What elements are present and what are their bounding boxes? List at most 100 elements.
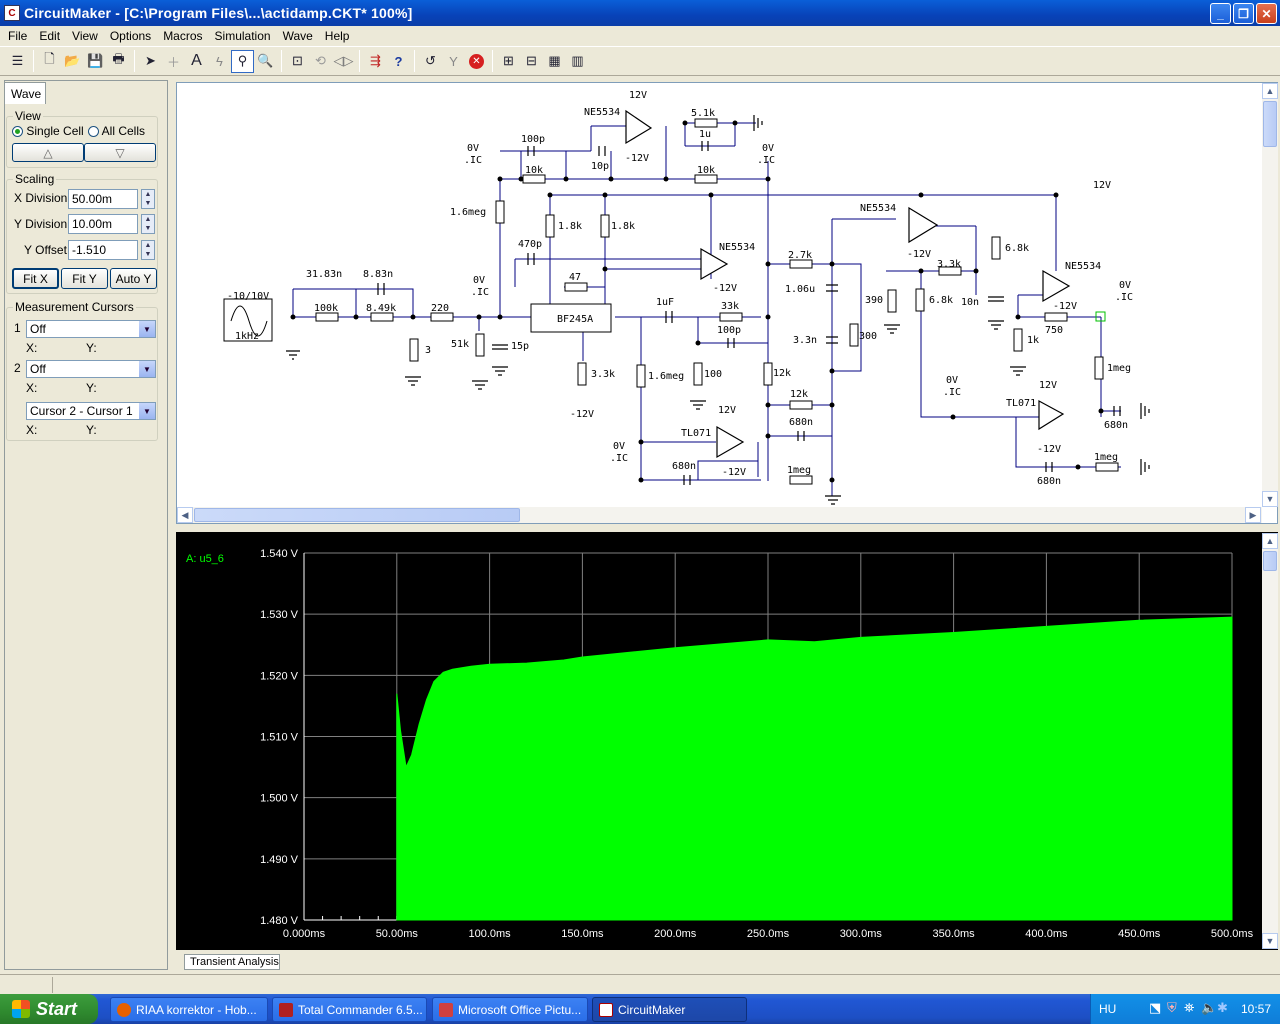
auto-y-button[interactable]: Auto Y: [110, 268, 157, 289]
minimize-button[interactable]: _: [1210, 3, 1231, 24]
y-offset-input[interactable]: -1.510: [68, 240, 138, 260]
tab-wave[interactable]: Wave: [4, 82, 46, 104]
cell-down-button[interactable]: ▽: [84, 143, 156, 162]
schematic-vertical-scrollbar[interactable]: ▲ ▼: [1262, 83, 1278, 507]
arrow-pointer-icon[interactable]: ➤: [145, 53, 156, 68]
menu-view[interactable]: View: [72, 29, 98, 43]
toggle-panel-icon[interactable]: ☰: [11, 53, 24, 68]
menu-simulation[interactable]: Simulation: [214, 29, 271, 43]
chevron-down-icon[interactable]: ▼: [139, 361, 155, 377]
close-button[interactable]: ✕: [1256, 3, 1277, 24]
menu-help[interactable]: Help: [324, 29, 350, 43]
probe-lightning-icon[interactable]: ϟ: [216, 53, 223, 69]
help-icon[interactable]: ?: [394, 53, 403, 69]
menu-wave[interactable]: Wave: [282, 29, 313, 43]
bluetooth-icon[interactable]: ✱: [1217, 1000, 1228, 1015]
zoom-fit-icon[interactable]: ⊡: [292, 53, 303, 68]
open-folder-icon[interactable]: 📂: [64, 53, 81, 68]
tray-arrow-icon[interactable]: ⬔: [1149, 1000, 1162, 1015]
bode-icon[interactable]: ▥: [571, 53, 584, 68]
wire-cross-icon[interactable]: ＋: [166, 54, 180, 70]
scroll-left-icon[interactable]: ◀: [177, 507, 193, 523]
cursor-2-x-label: X:: [26, 381, 38, 395]
task-office-picture[interactable]: Microsoft Office Pictu...: [432, 997, 588, 1022]
step-icon[interactable]: Y: [449, 53, 458, 69]
rotate-icon[interactable]: ⟲: [315, 53, 326, 68]
schematic-canvas[interactable]: -10/10V 1kHz 31.83n 8.83n 100k 8.49k 220…: [176, 82, 1278, 524]
single-cell-radio[interactable]: Single Cell: [12, 124, 84, 138]
scroll-up-icon[interactable]: ▲: [1262, 83, 1278, 99]
start-button[interactable]: Start: [0, 994, 98, 1024]
supply-neg12v-label: -12V: [1053, 301, 1077, 312]
language-indicator[interactable]: HU: [1099, 1002, 1117, 1016]
y-division-input[interactable]: 10.00m: [68, 214, 138, 234]
node-0v-label: 0V: [473, 275, 485, 286]
menu-options[interactable]: Options: [109, 29, 152, 43]
x-division-spinner[interactable]: ▲▼: [141, 189, 155, 209]
task-label: CircuitMaker: [618, 1002, 686, 1017]
cursor-1-x-label: X:: [26, 341, 38, 355]
menu-file[interactable]: File: [8, 29, 28, 43]
scroll-right-icon[interactable]: ▶: [1245, 507, 1261, 523]
ic-marker-label: .IC: [1115, 292, 1133, 303]
task-label: RIAA korrektor - Hob...: [136, 1002, 257, 1017]
volume-icon[interactable]: 🔈: [1201, 1000, 1218, 1015]
y-tick-label: 1.540 V: [260, 548, 299, 560]
radio-dot[interactable]: [12, 126, 23, 138]
cursor-2-select[interactable]: Off▼: [26, 360, 156, 378]
x-tick-label: 350.0ms: [932, 928, 975, 940]
fit-x-button[interactable]: Fit X: [12, 268, 59, 289]
scrollbar-thumb[interactable]: [194, 508, 520, 522]
scroll-down-icon[interactable]: ▼: [1262, 491, 1278, 507]
print-icon[interactable]: 🖶: [112, 51, 125, 66]
y-division-spinner[interactable]: ▲▼: [141, 214, 155, 234]
node-0v-label: 0V: [1119, 280, 1131, 291]
shield-icon[interactable]: ⛨: [1167, 1000, 1177, 1015]
y-offset-spinner[interactable]: ▲▼: [141, 240, 155, 260]
schematic-horizontal-scrollbar[interactable]: ◀ ▶: [177, 507, 1262, 523]
digital-logic-icon[interactable]: ⇶: [370, 53, 381, 68]
res-1-8k-label: 1.8k: [558, 221, 582, 232]
x-tick-label: 50.00ms: [376, 928, 419, 940]
x-division-label: X Division: [14, 191, 68, 205]
cap-10n-label: 10n: [961, 297, 979, 308]
all-cells-radio[interactable]: All Cells: [88, 124, 145, 138]
scrollbar-thumb[interactable]: [1263, 101, 1277, 147]
network-icon[interactable]: ⛯: [1184, 1000, 1195, 1015]
y-tick-label: 1.490 V: [260, 854, 299, 866]
radio-dot[interactable]: [88, 126, 99, 138]
stop-icon[interactable]: ✕: [465, 50, 488, 73]
new-file-icon[interactable]: 🗋: [44, 51, 55, 66]
analysis-icon[interactable]: ▦: [548, 53, 561, 68]
task-total-commander[interactable]: Total Commander 6.5...: [272, 997, 427, 1022]
ic-marker-label: .IC: [464, 155, 482, 166]
cursor-diff-select[interactable]: Cursor 2 - Cursor 1▼: [26, 402, 156, 420]
fit-y-button[interactable]: Fit Y: [61, 268, 108, 289]
menu-edit[interactable]: Edit: [39, 29, 61, 43]
scroll-down-icon[interactable]: ▼: [1262, 933, 1278, 949]
task-circuitmaker[interactable]: CircuitMaker: [592, 997, 747, 1022]
wave-icon[interactable]: ⊟: [526, 53, 537, 68]
trace-icon[interactable]: ⊞: [503, 53, 514, 68]
cell-up-button[interactable]: △: [12, 143, 84, 162]
scroll-up-icon[interactable]: ▲: [1262, 533, 1278, 549]
reset-icon[interactable]: ↺: [425, 53, 436, 68]
probe-icon[interactable]: ⚲: [231, 49, 254, 73]
menu-macros[interactable]: Macros: [163, 29, 203, 43]
save-icon[interactable]: 💾: [87, 53, 104, 68]
cap-8-83n-label: 8.83n: [363, 269, 393, 280]
mirror-icon[interactable]: ◁▷: [333, 53, 354, 68]
cursor-1-select[interactable]: Off▼: [26, 320, 156, 338]
chevron-down-icon[interactable]: ▼: [139, 321, 155, 337]
text-tool-icon[interactable]: A: [191, 52, 202, 69]
ic-marker-label: .IC: [610, 453, 628, 464]
tab-transient-analysis[interactable]: Transient Analysis: [184, 954, 280, 970]
zoom-icon[interactable]: 🔍: [257, 53, 274, 68]
maximize-button[interactable]: ❐: [1233, 3, 1254, 24]
waveform-vertical-scrollbar[interactable]: ▲ ▼: [1262, 533, 1278, 949]
x-division-input[interactable]: 50.00m: [68, 189, 138, 209]
chevron-down-icon[interactable]: ▼: [139, 403, 155, 419]
task-firefox[interactable]: RIAA korrektor - Hob...: [110, 997, 268, 1022]
scrollbar-thumb[interactable]: [1263, 551, 1277, 571]
